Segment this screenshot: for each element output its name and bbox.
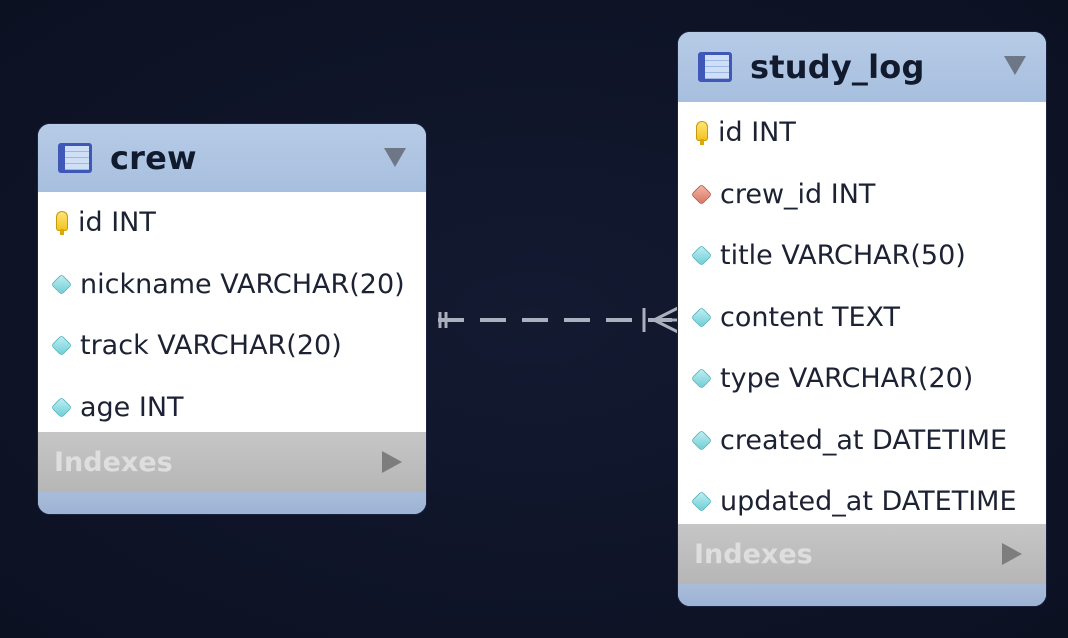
column-icon [692,369,711,388]
indexes-section[interactable]: Indexes [678,524,1046,584]
collapse-arrow-icon[interactable] [1004,56,1026,75]
column-label: created_at DATETIME [720,424,1008,456]
column-label: id INT [78,207,156,239]
table-name: crew [110,139,197,177]
column-label: nickname VARCHAR(20) [80,268,405,300]
column-label: id INT [718,117,796,149]
column-label: crew_id INT [720,178,876,210]
table-icon [58,143,92,173]
column-list: id INT nickname VARCHAR(20) track VARCHA… [38,192,426,438]
column-icon [692,431,711,450]
column-label: type VARCHAR(20) [720,363,974,395]
crew-table[interactable]: crew id INT nickname VARCHAR(20) track V… [38,124,426,514]
column-label: track VARCHAR(20) [80,330,342,362]
key-icon [696,120,708,145]
study-log-table-header[interactable]: study_log [678,32,1046,102]
column-label: age INT [80,391,184,423]
collapse-arrow-icon[interactable] [384,148,406,167]
column-row[interactable]: nickname VARCHAR(20) [38,254,426,316]
column-row[interactable]: id INT [678,102,1046,164]
column-row[interactable]: title VARCHAR(50) [678,225,1046,287]
expand-arrow-icon[interactable] [382,451,402,473]
column-row[interactable]: id INT [38,192,426,254]
column-icon [52,398,71,417]
column-icon [692,492,711,511]
indexes-label: Indexes [694,538,813,570]
crows-foot-line [653,306,679,322]
column-icon [692,246,711,265]
column-row[interactable]: type VARCHAR(20) [678,348,1046,410]
crows-foot-line [653,318,679,334]
column-icon [52,336,71,355]
column-row[interactable]: updated_at DATETIME [678,471,1046,533]
column-row[interactable]: track VARCHAR(20) [38,315,426,377]
column-icon [52,275,71,294]
study-log-table[interactable]: study_log id INT crew_id INT title VARCH… [678,32,1046,606]
expand-arrow-icon[interactable] [1002,543,1022,565]
table-footer [38,492,426,514]
column-label: updated_at DATETIME [720,486,1017,518]
column-label: title VARCHAR(50) [720,240,966,272]
column-row[interactable]: crew_id INT [678,164,1046,226]
column-row[interactable]: age INT [38,377,426,439]
crew-table-header[interactable]: crew [38,124,426,192]
indexes-section[interactable]: Indexes [38,432,426,492]
foreign-key-icon [692,185,711,204]
key-icon [56,210,68,235]
column-row[interactable]: content TEXT [678,287,1046,349]
table-icon [698,52,732,82]
relationship-connector[interactable] [426,300,680,340]
column-list: id INT crew_id INT title VARCHAR(50) con… [678,102,1046,533]
table-footer [678,584,1046,606]
table-name: study_log [750,48,925,86]
column-icon [692,308,711,327]
column-label: content TEXT [720,301,901,333]
column-row[interactable]: created_at DATETIME [678,410,1046,472]
indexes-label: Indexes [54,446,173,478]
